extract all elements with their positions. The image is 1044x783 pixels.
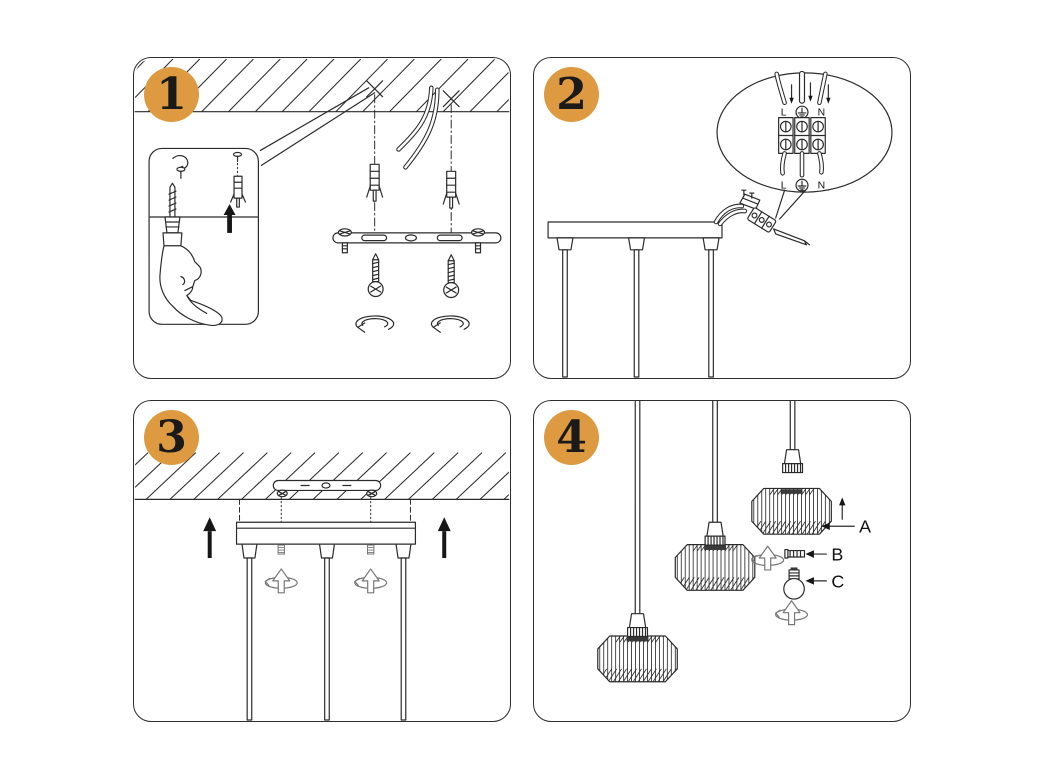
step-3-number: 3 xyxy=(156,412,187,463)
earth-ground-icon xyxy=(795,105,809,119)
wall-anchor xyxy=(442,170,460,209)
retaining-ring-part-b xyxy=(784,548,806,559)
part-label-shade: A xyxy=(859,517,871,537)
earth-ground-icon xyxy=(795,178,809,192)
screwdriver xyxy=(773,228,811,246)
mounting-bracket xyxy=(332,228,502,254)
terminal-block xyxy=(778,117,826,154)
step-4-number: 4 xyxy=(556,412,587,463)
part-a-pointer xyxy=(821,522,855,530)
balloon-pointer xyxy=(775,188,808,220)
part-label-ring: B xyxy=(831,545,843,565)
step-3-badge: 3 xyxy=(144,410,199,465)
push-up-arrow-icon xyxy=(203,517,217,559)
terminal-label-neutral-top: N xyxy=(818,108,826,119)
mounting-screw xyxy=(367,253,384,298)
canopy xyxy=(235,521,417,721)
rotation-arrow-icon xyxy=(775,600,809,626)
part-b-pointer xyxy=(805,550,827,558)
x-mark-icon xyxy=(442,90,460,108)
suspension-cord xyxy=(562,249,568,378)
step-2-panel: 2 xyxy=(533,57,911,379)
small-up-arrow-icon xyxy=(839,497,846,520)
rotation-arrow-icon xyxy=(264,568,298,594)
rotation-arrow-icon xyxy=(355,315,395,333)
step-4-badge: 4 xyxy=(544,410,599,465)
mains-cable xyxy=(396,85,440,170)
bracket-screw xyxy=(276,489,288,498)
bracket-screw xyxy=(470,228,486,254)
step-4-panel: 4 A xyxy=(533,400,911,722)
wiring-detail-balloon: L N xyxy=(716,70,893,220)
lamp-shade xyxy=(598,635,681,683)
connector-wires xyxy=(713,203,748,227)
suspension-cord xyxy=(400,557,407,721)
exploded-parts: A B C xyxy=(751,487,871,626)
outgoing-wires xyxy=(779,151,825,178)
drill xyxy=(159,182,223,326)
part-c-pointer xyxy=(805,577,827,585)
terminal-label-live-bottom: L xyxy=(781,181,787,192)
terminal-connector xyxy=(747,207,777,233)
ceiling-hatch xyxy=(135,452,509,500)
lamp-shade xyxy=(675,544,758,592)
incoming-wires xyxy=(774,70,828,106)
push-up-arrow-icon xyxy=(437,517,451,559)
part-label-bulb: C xyxy=(831,571,844,591)
set-screw xyxy=(367,544,375,555)
step-4-illustration: A B C xyxy=(534,401,871,721)
terminal-label-neutral-bottom: N xyxy=(818,181,826,192)
suspension-cord xyxy=(712,401,718,524)
rotation-arrow-icon xyxy=(354,568,388,594)
x-mark-icon xyxy=(366,80,384,98)
bracket-screw xyxy=(337,228,352,254)
suspension-cord xyxy=(633,249,640,378)
screw-axis-dotted-lines xyxy=(280,492,372,546)
suspension-cord xyxy=(324,557,330,721)
suspension-cord xyxy=(634,401,641,616)
drill-detail-callout xyxy=(148,147,259,326)
step-1-badge: 1 xyxy=(144,67,199,122)
drill-axis-lines xyxy=(374,94,452,234)
step-1-number: 1 xyxy=(156,69,187,120)
rotation-arrow-icon xyxy=(430,315,470,333)
step-2-badge: 2 xyxy=(544,67,599,122)
suspension-cord xyxy=(246,557,253,721)
step-2-number: 2 xyxy=(556,69,587,120)
pendant-assembled xyxy=(598,613,681,683)
alignment-dashed-lines xyxy=(239,498,411,522)
mounted-bracket xyxy=(272,479,382,498)
suspension-cord xyxy=(708,249,714,378)
step-2-illustration: L N xyxy=(547,70,893,378)
lamp-shade-part-a xyxy=(752,487,835,535)
callout-leader-lines xyxy=(259,87,376,166)
bracket-screw xyxy=(366,489,378,498)
mounting-screw xyxy=(443,254,460,299)
wall-anchor xyxy=(366,163,384,202)
lamp-socket xyxy=(704,521,726,546)
rotation-arrow-icon xyxy=(751,545,785,571)
step-3-panel: 3 xyxy=(133,400,511,722)
insert-down-arrow-icon xyxy=(789,82,831,104)
lamp-socket xyxy=(626,613,649,638)
canopy xyxy=(547,221,723,378)
light-bulb-part-c xyxy=(783,567,805,600)
lamp-socket xyxy=(782,449,804,474)
marking-screw xyxy=(172,155,189,179)
terminal-label-live-top: L xyxy=(781,108,787,119)
pendant-assembled xyxy=(675,521,758,592)
anchor-insert-detail xyxy=(223,151,247,233)
step-1-panel: 1 xyxy=(133,57,511,379)
step-3-illustration xyxy=(134,452,510,721)
set-screw xyxy=(277,544,285,555)
step-1-illustration xyxy=(134,58,510,333)
suspension-cord xyxy=(789,401,796,451)
cable-clamp xyxy=(739,189,761,210)
push-up-arrow-icon xyxy=(223,204,236,233)
